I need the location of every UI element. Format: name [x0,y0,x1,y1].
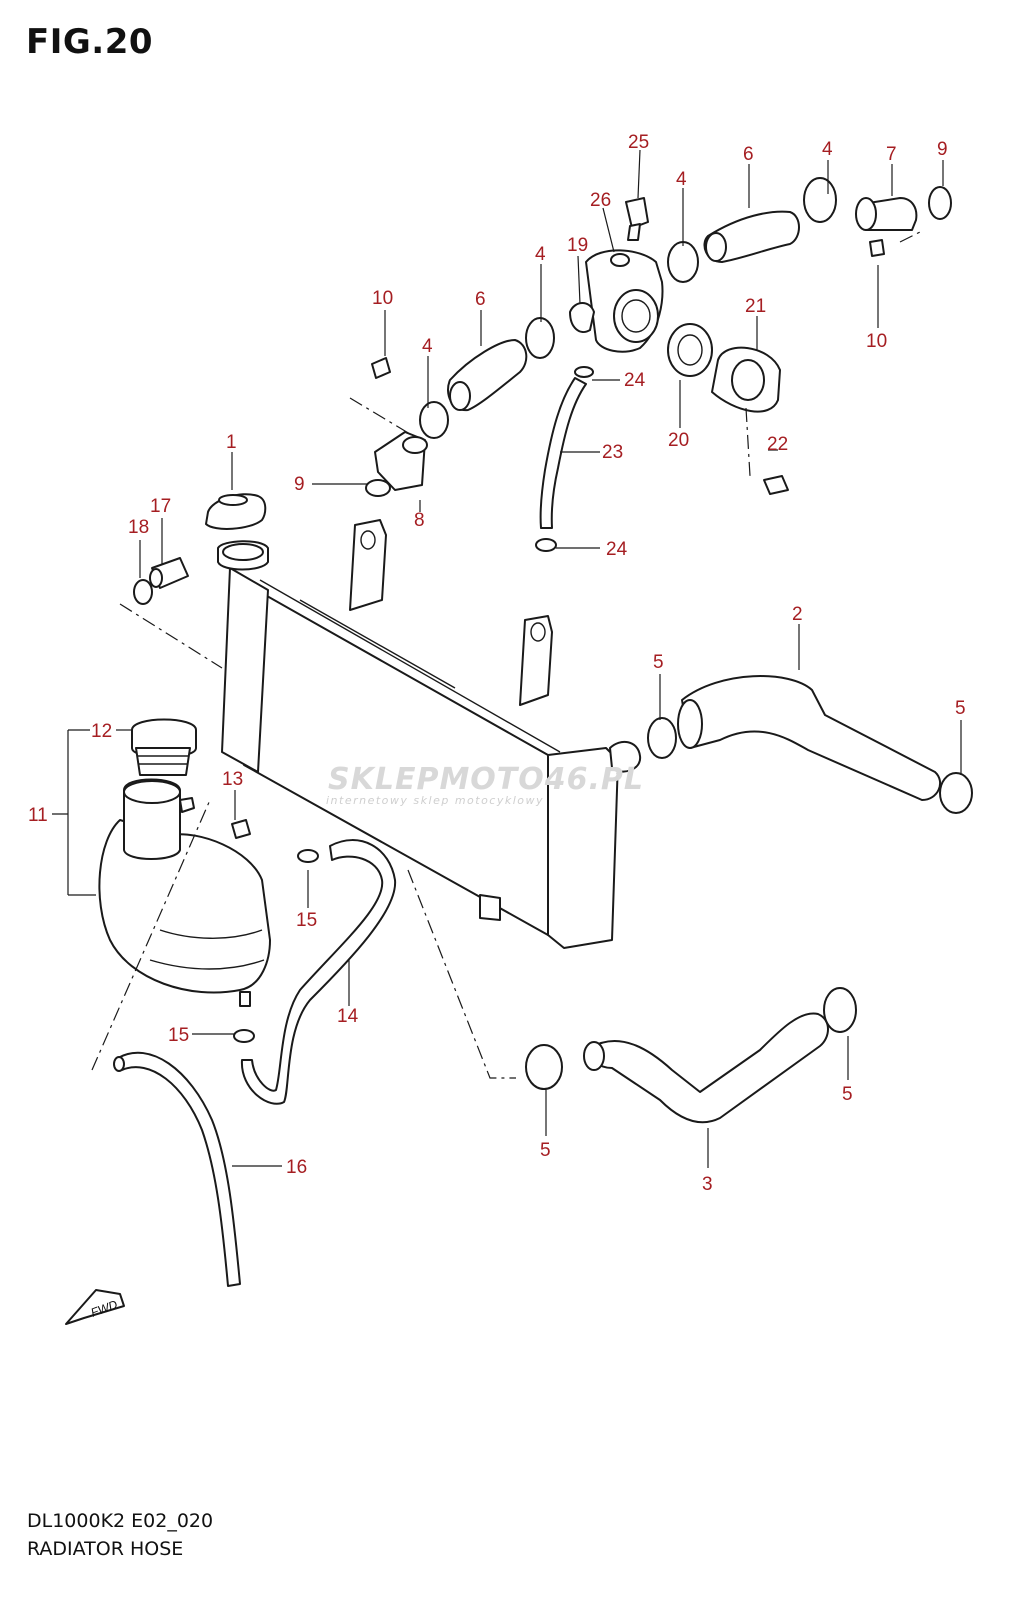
callout-3: 3 [702,1174,713,1195]
callout-6-a: 6 [743,144,754,165]
callout-13: 13 [222,769,243,790]
callout-5-a: 5 [653,652,664,673]
thermostat-housing [569,249,664,353]
callout-4-c: 4 [535,244,546,265]
hose-14 [240,839,397,1105]
thermostat [667,323,713,377]
callout-10-b: 10 [866,331,887,352]
o-ring-18 [133,579,153,605]
bolt-10-upper [869,239,885,257]
thermostat-cover [711,346,781,413]
hose-6-upper [703,210,800,263]
reservoir-tank [98,778,271,1007]
callout-4-b: 4 [822,139,833,160]
callout-6-b: 6 [475,289,486,310]
callout-26: 26 [590,190,611,211]
callout-11: 11 [28,805,48,826]
leader-lines [52,149,962,1168]
o-ring-9-upper [928,186,952,220]
callout-4-a: 4 [676,169,687,190]
callout-1: 1 [226,432,237,453]
watermark-tagline: internetowy sklep motocyklowy [326,794,545,807]
callout-22: 22 [767,434,788,455]
callout-10-a: 10 [372,288,393,309]
bolt-13 [231,819,251,839]
figure-title: FIG.20 [26,22,154,62]
callout-5-c: 5 [540,1140,551,1161]
thermo-switch [149,557,189,589]
figure-name: RADIATOR HOSE [27,1538,184,1560]
watermark-brand: SKLEPMOTO46.PL [328,762,645,797]
callout-15-a: 15 [296,910,317,931]
reservoir-cap [131,718,197,776]
bolt-10-lower [371,357,391,379]
callouts: 1 2 3 4 4 4 4 5 5 5 5 6 6 7 8 9 9 10 10 … [28,132,966,1195]
hose-23 [539,377,587,529]
callout-18: 18 [128,517,149,538]
callout-17: 17 [150,496,171,517]
callout-24-a: 24 [624,370,646,391]
hose-16 [113,1051,241,1287]
hose-2 [677,675,941,801]
bolt-22 [763,475,789,495]
clamps [233,177,973,1090]
callout-7: 7 [886,144,897,165]
callout-24-b: 24 [606,539,628,560]
radiator [217,519,642,949]
callout-25: 25 [628,132,649,153]
callout-16: 16 [286,1157,307,1178]
callout-2: 2 [792,604,803,625]
callout-12: 12 [91,721,112,742]
radiator-cap [205,493,267,530]
callout-5-d: 5 [842,1084,853,1105]
hose-6-lower [447,339,528,412]
callout-9-b: 9 [294,474,305,495]
union-7 [855,197,918,231]
water-temp-sensor [625,197,649,241]
callout-14: 14 [337,1006,359,1027]
hose-3 [583,1012,829,1124]
callout-21: 21 [745,296,766,317]
model-code: DL1000K2 E02_020 [27,1510,214,1532]
callout-15-b: 15 [168,1025,189,1046]
callout-19: 19 [567,235,588,256]
union-8 [374,431,428,491]
fwd-arrow-icon: FWD [65,1289,125,1325]
gasket-26 [610,253,630,267]
callout-8: 8 [414,510,425,531]
callout-23: 23 [602,442,623,463]
callout-9-a: 9 [937,139,948,160]
callout-5-b: 5 [955,698,966,719]
callout-4-d: 4 [422,336,433,357]
callout-20: 20 [668,430,689,451]
o-ring-9-lower [365,479,391,497]
